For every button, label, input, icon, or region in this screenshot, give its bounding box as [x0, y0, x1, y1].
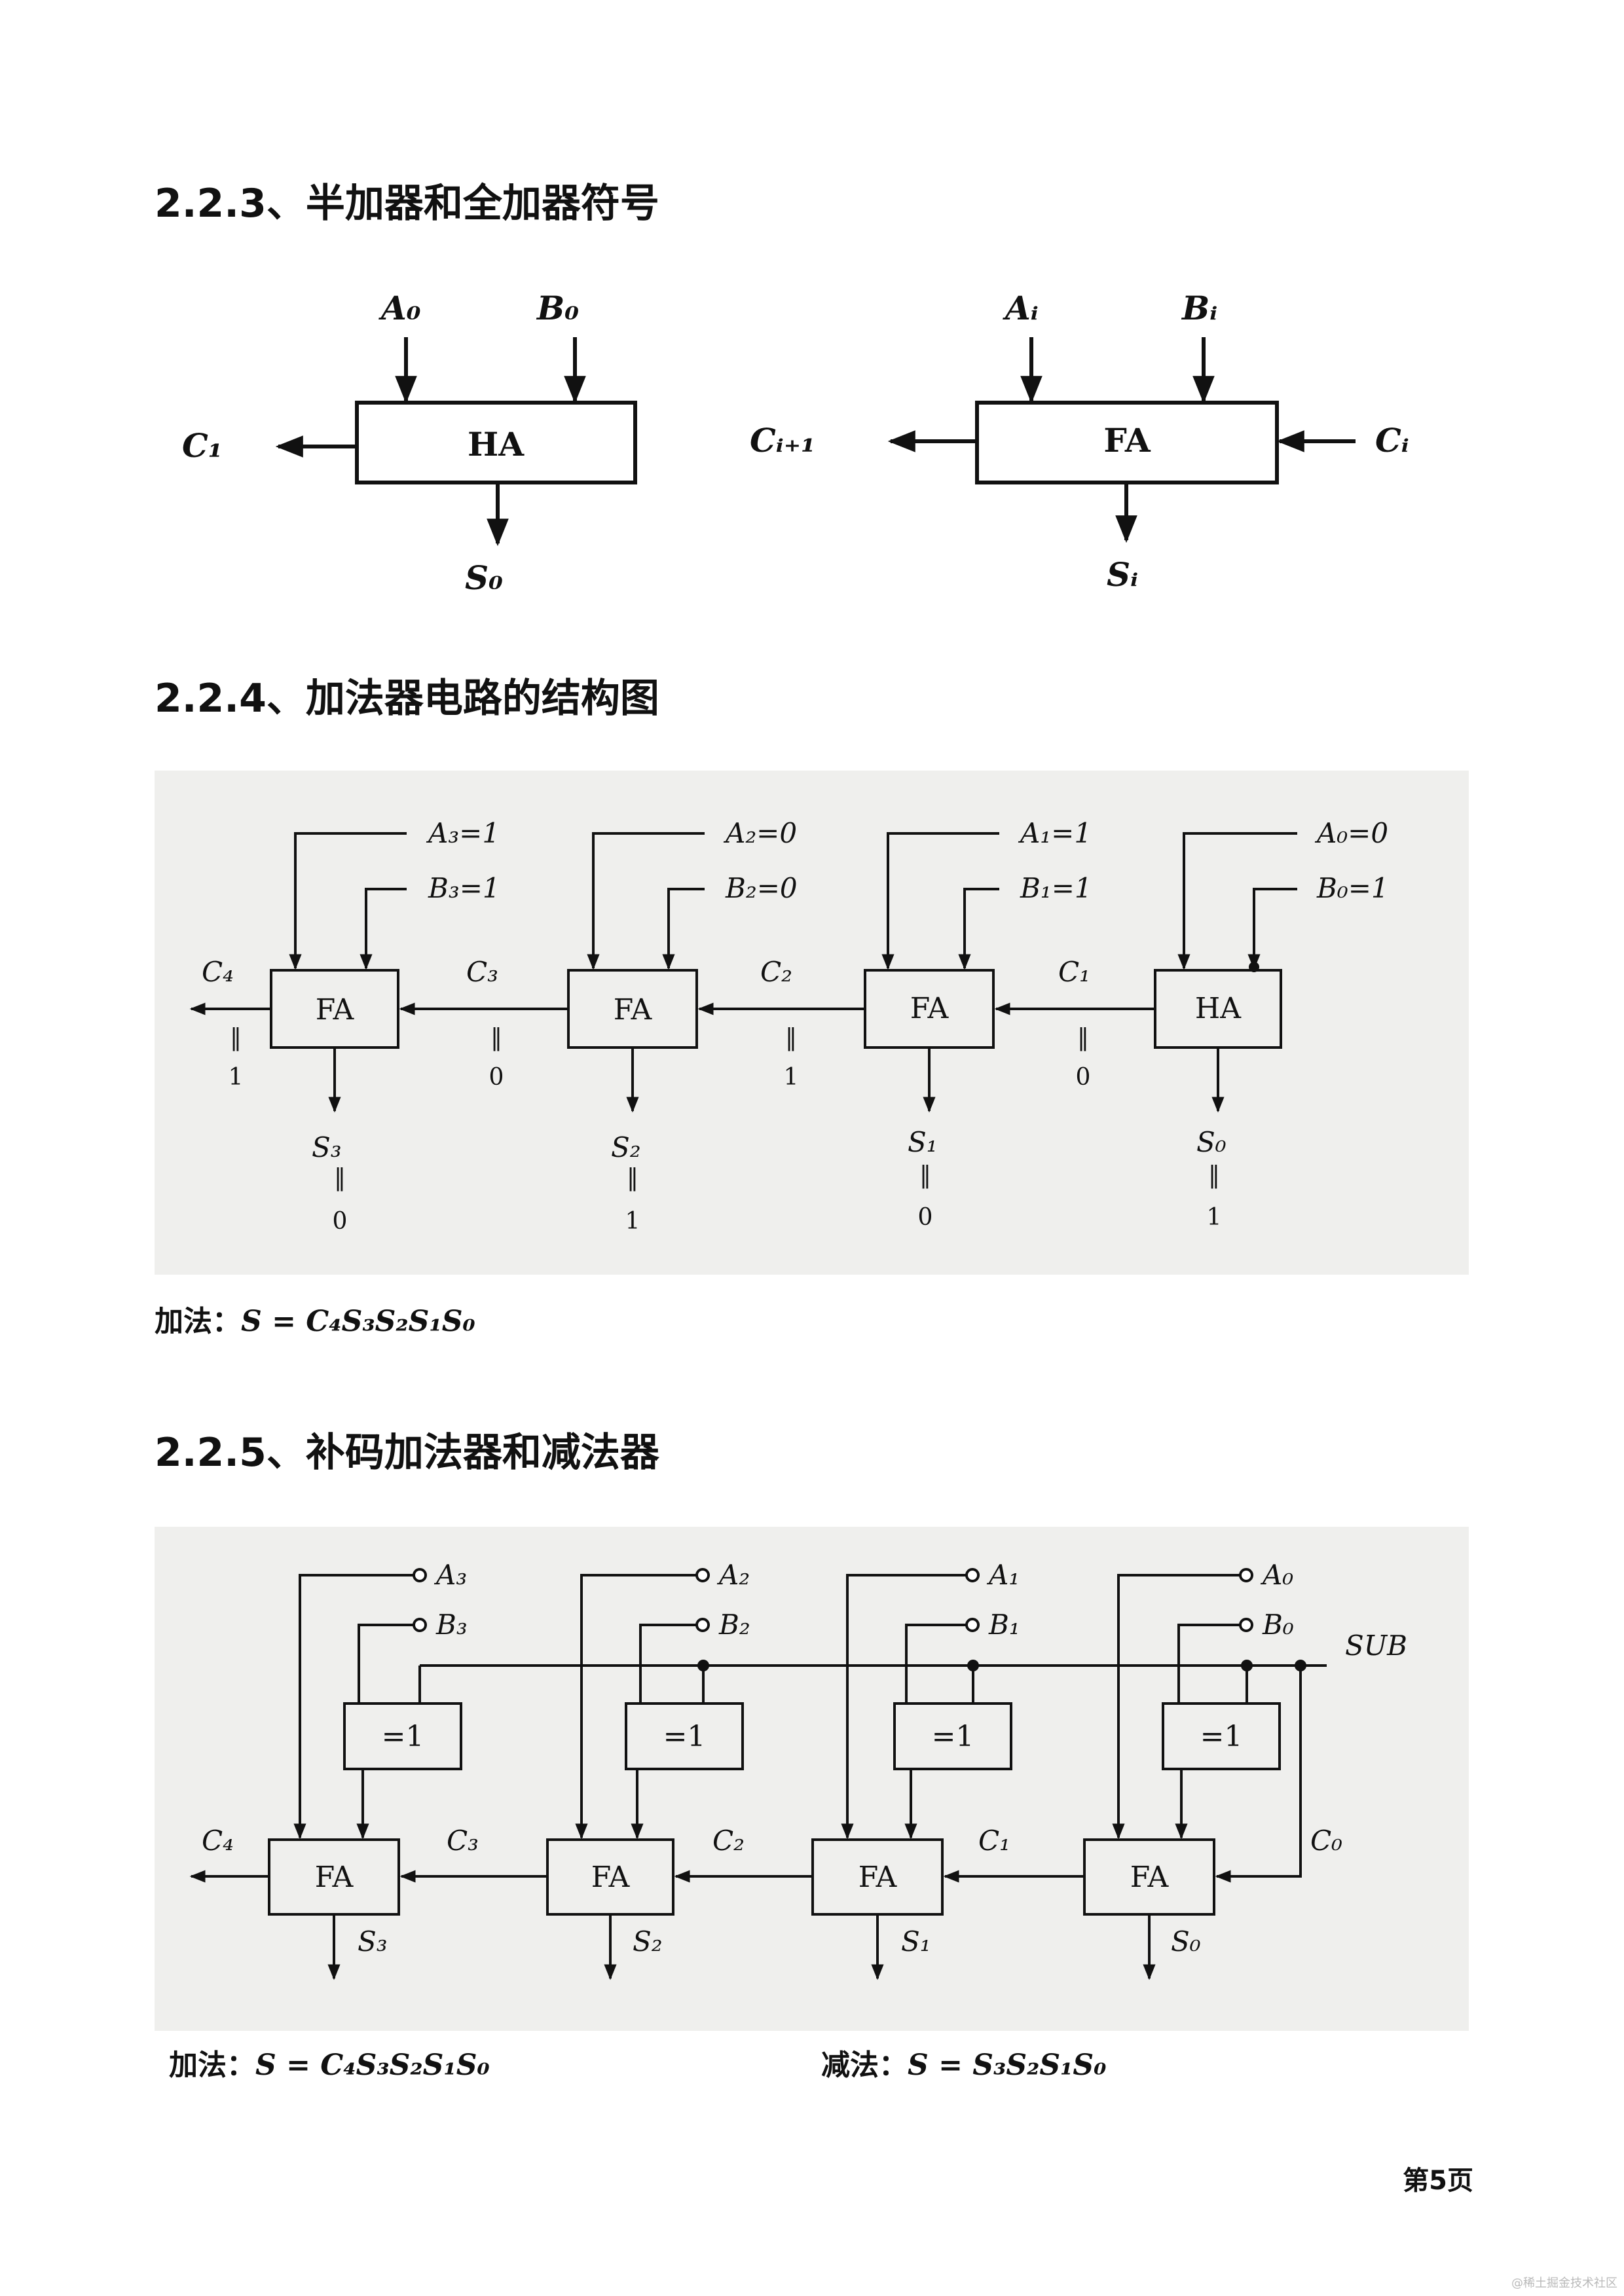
- comp-c4: C₄: [202, 1825, 234, 1857]
- complement-adder-figure: FA FA FA FA =1 =1 =1 =1 A₃ A₂ A₁ A₀ B₃ B…: [155, 1527, 1469, 2031]
- comp-sub: SUB: [1345, 1630, 1407, 1662]
- fa-carry-out: Cᵢ₊₁: [750, 421, 815, 460]
- svg-text:‖: ‖: [627, 1165, 638, 1192]
- adder-block-3: FA: [316, 993, 355, 1027]
- heading-complement-adder-subtractor: 2.2.5、补码加法器和减法器: [155, 1430, 659, 1476]
- ha-input-b: B₀: [536, 289, 579, 327]
- svg-text:‖: ‖: [1208, 1162, 1220, 1189]
- fa-input-b: Bᵢ: [1181, 289, 1217, 327]
- formula-sub: 减法：S = S₃S₂S₁S₀: [821, 2041, 1106, 2083]
- formula-sub-label: 减法：: [821, 2049, 908, 2082]
- ha-carry: C₁: [182, 426, 223, 465]
- page-number: 第5页: [1403, 2166, 1473, 2196]
- comp-b0: B₀: [1262, 1609, 1294, 1641]
- ha-sum: S₀: [465, 558, 503, 597]
- comp-c2: C₂: [712, 1825, 745, 1857]
- comp-b1: B₁: [988, 1609, 1020, 1641]
- adder-block-2: FA: [614, 993, 653, 1027]
- adder-block-0: HA: [1195, 992, 1242, 1025]
- adder-b3: B₃=1: [428, 872, 500, 904]
- fa-sum: Sᵢ: [1107, 555, 1138, 594]
- svg-text:‖: ‖: [334, 1165, 346, 1192]
- comp-block-2: FA: [591, 1861, 631, 1894]
- fa-input-a: Aᵢ: [1003, 289, 1039, 327]
- adder-c3: C₃: [466, 956, 498, 988]
- adder-a1: A₁=1: [1018, 817, 1092, 849]
- svg-text:‖: ‖: [1077, 1025, 1089, 1051]
- adder-a0: A₀=0: [1314, 817, 1388, 849]
- adder-c4-value: 1: [229, 1064, 244, 1091]
- adder-b0: B₀=1: [1316, 872, 1389, 904]
- adder-c3-value: 0: [489, 1064, 504, 1091]
- comp-a3: A₃: [434, 1559, 467, 1591]
- comp-s2: S₂: [633, 1925, 663, 1958]
- adder-s0: S₀: [1196, 1126, 1227, 1158]
- ha-input-a: A₀: [378, 289, 421, 327]
- svg-text:‖: ‖: [490, 1025, 502, 1051]
- comp-a0: A₀: [1260, 1559, 1293, 1591]
- adder-a3: A₃=1: [426, 817, 500, 849]
- adder-s1-value: 0: [918, 1204, 933, 1231]
- adder-s3: S₃: [312, 1131, 342, 1163]
- formula-sub-expr: S = S₃S₂S₁S₀: [908, 2049, 1107, 2082]
- heading-adder-structure: 2.2.4、加法器电路的结构图: [155, 676, 659, 721]
- ha-label: HA: [468, 425, 525, 464]
- adder-s2: S₂: [611, 1131, 641, 1163]
- comp-b3: B₃: [435, 1609, 468, 1641]
- svg-text:‖: ‖: [230, 1025, 242, 1051]
- adder-s0-value: 1: [1207, 1204, 1222, 1231]
- watermark: @稀土掘金技术社区: [1511, 2276, 1617, 2290]
- fa-carry-in: Cᵢ: [1375, 421, 1409, 460]
- svg-text:‖: ‖: [785, 1025, 797, 1051]
- adder-s3-value: 0: [333, 1208, 348, 1235]
- comp-s3: S₃: [358, 1925, 388, 1958]
- fa-label: FA: [1103, 421, 1151, 460]
- svg-text:‖: ‖: [919, 1162, 931, 1189]
- formula-add-2: 加法：S = C₄S₃S₂S₁S₀: [169, 2041, 490, 2083]
- comp-xor-0: =1: [1200, 1720, 1243, 1753]
- adder-c1-value: 0: [1076, 1064, 1091, 1091]
- formula-add-2-label: 加法：: [169, 2049, 255, 2082]
- comp-s0: S₀: [1171, 1925, 1201, 1958]
- comp-block-3: FA: [315, 1861, 354, 1894]
- comp-c3: C₃: [447, 1825, 479, 1857]
- adder-a2: A₂=0: [723, 817, 797, 849]
- comp-b2: B₂: [718, 1609, 750, 1641]
- comp-c0: C₀: [1310, 1825, 1342, 1857]
- heading-half-full-adder-symbols: 2.2.3、半加器和全加器符号: [155, 181, 659, 227]
- comp-xor-1: =1: [932, 1720, 974, 1753]
- adder-b2: B₂=0: [725, 872, 798, 904]
- comp-block-1: FA: [858, 1861, 898, 1894]
- adder-c2-value: 1: [784, 1064, 799, 1091]
- comp-xor-3: =1: [382, 1720, 424, 1753]
- adder-s1: S₁: [908, 1126, 938, 1158]
- comp-c1: C₁: [978, 1825, 1010, 1857]
- adder-c2: C₂: [760, 956, 792, 988]
- formula-add-2-expr: S = C₄S₃S₂S₁S₀: [255, 2049, 490, 2082]
- comp-xor-2: =1: [663, 1720, 706, 1753]
- formula-add-1: 加法：S = C₄S₃S₂S₁S₀: [155, 1298, 475, 1339]
- comp-s1: S₁: [901, 1925, 931, 1958]
- formula-add-1-expr: S = C₄S₃S₂S₁S₀: [241, 1305, 475, 1338]
- adder-block-1: FA: [910, 992, 950, 1025]
- comp-block-0: FA: [1130, 1861, 1170, 1894]
- adder-c4: C₄: [202, 956, 234, 988]
- comp-a1: A₁: [986, 1559, 1020, 1591]
- adder-b1: B₁=1: [1020, 872, 1092, 904]
- comp-a2: A₂: [716, 1559, 750, 1591]
- formula-add-1-label: 加法：: [155, 1305, 241, 1338]
- adder-symbols-figure: HA A₀ B₀ C₁ S₀ FA Aᵢ Bᵢ Cᵢ₊₁ Cᵢ Sᵢ: [182, 289, 1409, 597]
- adder-s2-value: 1: [625, 1208, 640, 1235]
- adder-structure-figure: FA FA FA HA A₃=1 A₂=0 A₁=1 A₀=0 B₃=1 B₂=…: [155, 771, 1469, 1275]
- adder-c1: C₁: [1058, 956, 1090, 988]
